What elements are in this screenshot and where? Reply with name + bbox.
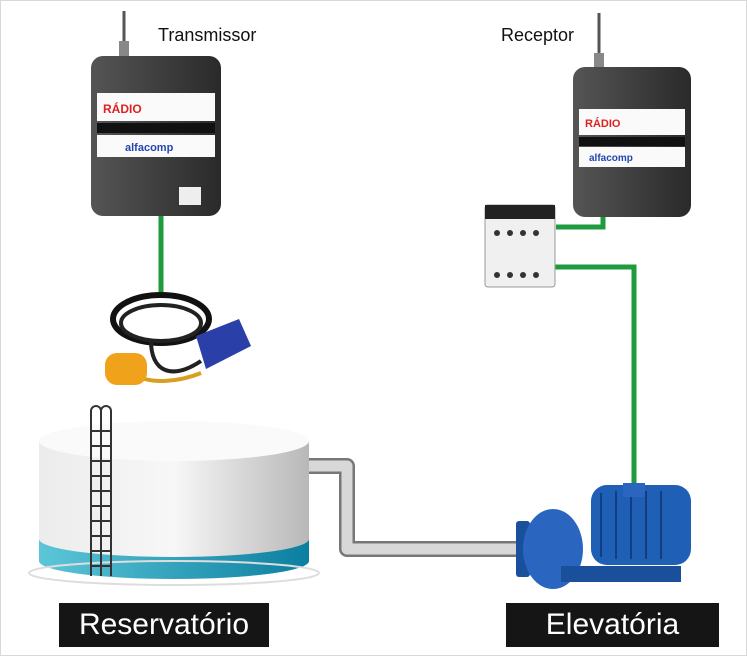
receiver-title: Receptor [501, 25, 575, 45]
wire-contactor-pump [554, 264, 637, 493]
contactor [484, 204, 556, 288]
svg-text:alfacomp: alfacomp [589, 153, 633, 164]
pipe [301, 458, 526, 557]
wire-receiver-contactor [556, 213, 606, 230]
transmitter-title: Transmissor [158, 25, 257, 45]
reservoir-label: Reservatório [59, 603, 269, 647]
reservoir-tank [28, 405, 320, 586]
svg-text:RÁDIO: RÁDIO [103, 101, 142, 116]
transmitter-device: RÁDIO alfacomp [91, 11, 221, 216]
receiver-device: RÁDIO alfacomp [573, 13, 691, 217]
float-switch [105, 292, 251, 385]
svg-text:RÁDIO: RÁDIO [585, 117, 621, 130]
wires [158, 213, 637, 493]
svg-text:alfacomp: alfacomp [125, 142, 174, 154]
pump [516, 483, 691, 589]
pump-station-label: Elevatória [506, 603, 719, 647]
